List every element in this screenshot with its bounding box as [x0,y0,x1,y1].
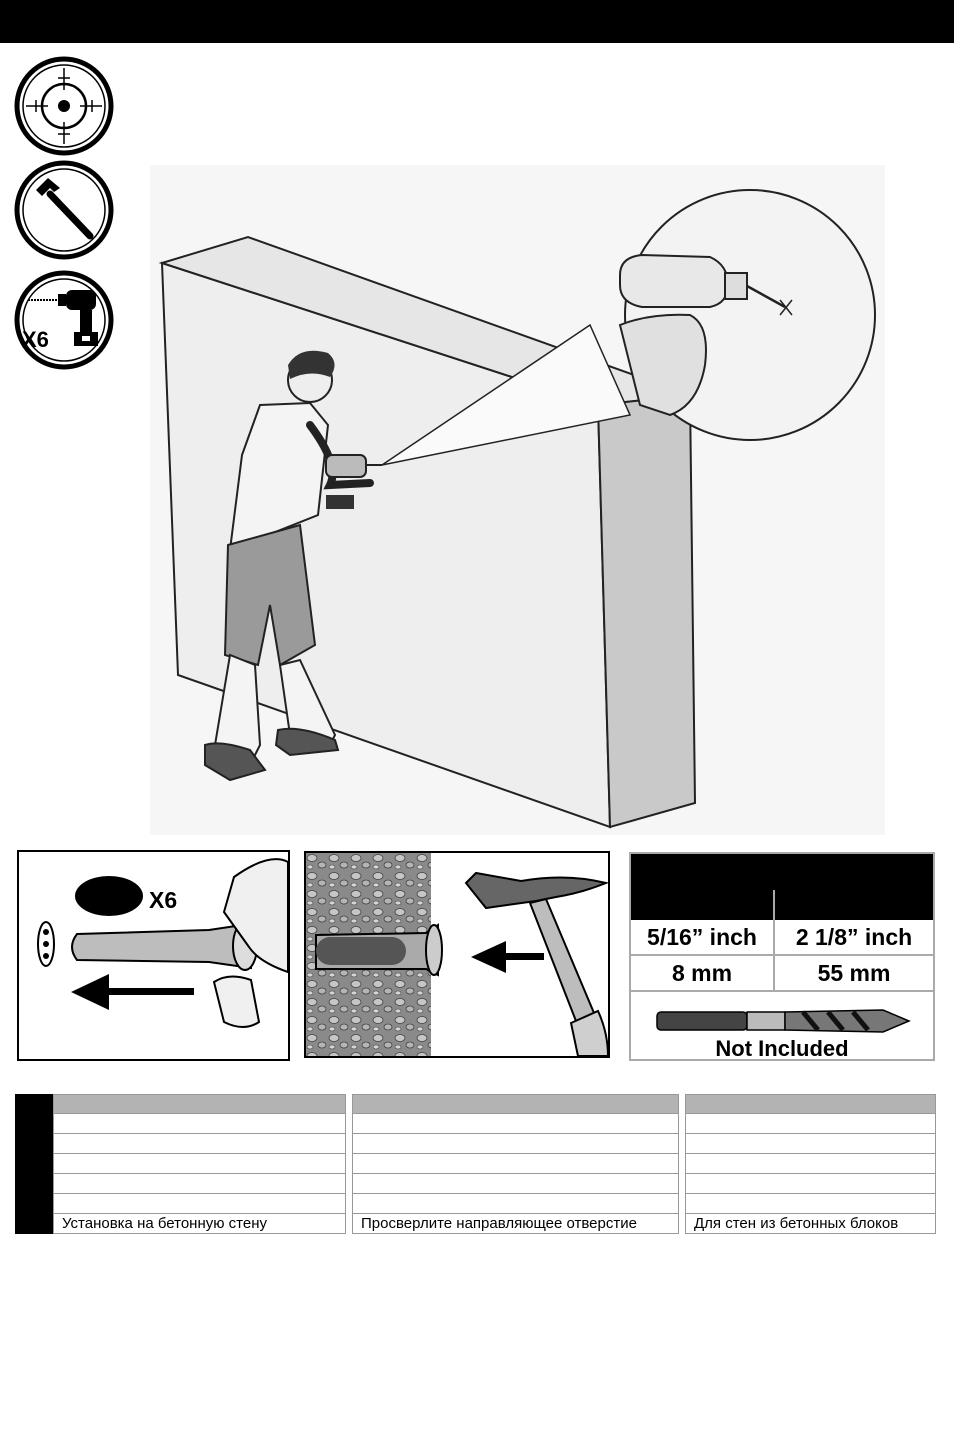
hammer-icon [464,871,608,910]
drill-diameter-mm: 8 mm [631,956,773,992]
crosshair-target-icon [14,56,114,156]
translation-cell: Установка на бетонную стену [53,1214,346,1234]
masonry-drill-bit-icon [656,1009,911,1033]
cordless-drill-icon: X6 [14,270,114,370]
translation-cell [352,1194,679,1214]
translation-cell [352,1134,679,1154]
translation-cell [352,1174,679,1194]
translation-cell [53,1114,346,1134]
drill-depth-mm: 55 mm [775,956,933,992]
spec-subheader-imperial [631,890,773,920]
arrow-left-icon [471,941,506,973]
man-drilling-wall-illustration [150,165,885,835]
hammer-anchor-panel [304,851,610,1058]
arrow-left-icon [71,974,109,1010]
anchor-marker [75,876,143,916]
translation-cell [685,1154,936,1174]
not-included-label: Not Included [715,1036,849,1061]
drill-bit-spec-table: 5/16” inch 2 1/8” inch 8 mm 55 mm Not In… [629,852,935,1061]
translation-cell [685,1114,936,1134]
spec-header [631,854,933,890]
translation-cell [53,1154,346,1174]
anchor-count-label: X6 [149,887,177,913]
drill-depth-inch: 2 1/8” inch [775,920,933,956]
top-header-bar [0,0,954,43]
translation-cell [685,1194,936,1214]
svg-text:X6: X6 [22,327,49,352]
translation-cell [53,1194,346,1214]
hammer-icon [14,160,114,260]
translation-cell: Для стен из бетонных блоков [685,1214,936,1234]
translation-cell [53,1134,346,1154]
translation-cell [352,1154,679,1174]
drill-diameter-inch: 5/16” inch [631,920,773,956]
spec-subheader-metric [775,890,933,920]
translation-cell [352,1114,679,1134]
translation-column-3: Для стен из бетонных блоков [685,1094,936,1237]
translation-cell [685,1134,936,1154]
translation-column-1: Установка на бетонную стену [15,1094,346,1237]
insert-anchor-panel: X6 [17,850,290,1061]
translation-cell: Просверлите направляющее отверстие [352,1214,679,1234]
translation-cell [685,1174,936,1194]
translation-column-2: Просверлите направляющее отверстие [352,1094,679,1237]
translation-cell [53,1174,346,1194]
translation-table: Установка на бетонную стену Просверлите … [15,1094,936,1237]
